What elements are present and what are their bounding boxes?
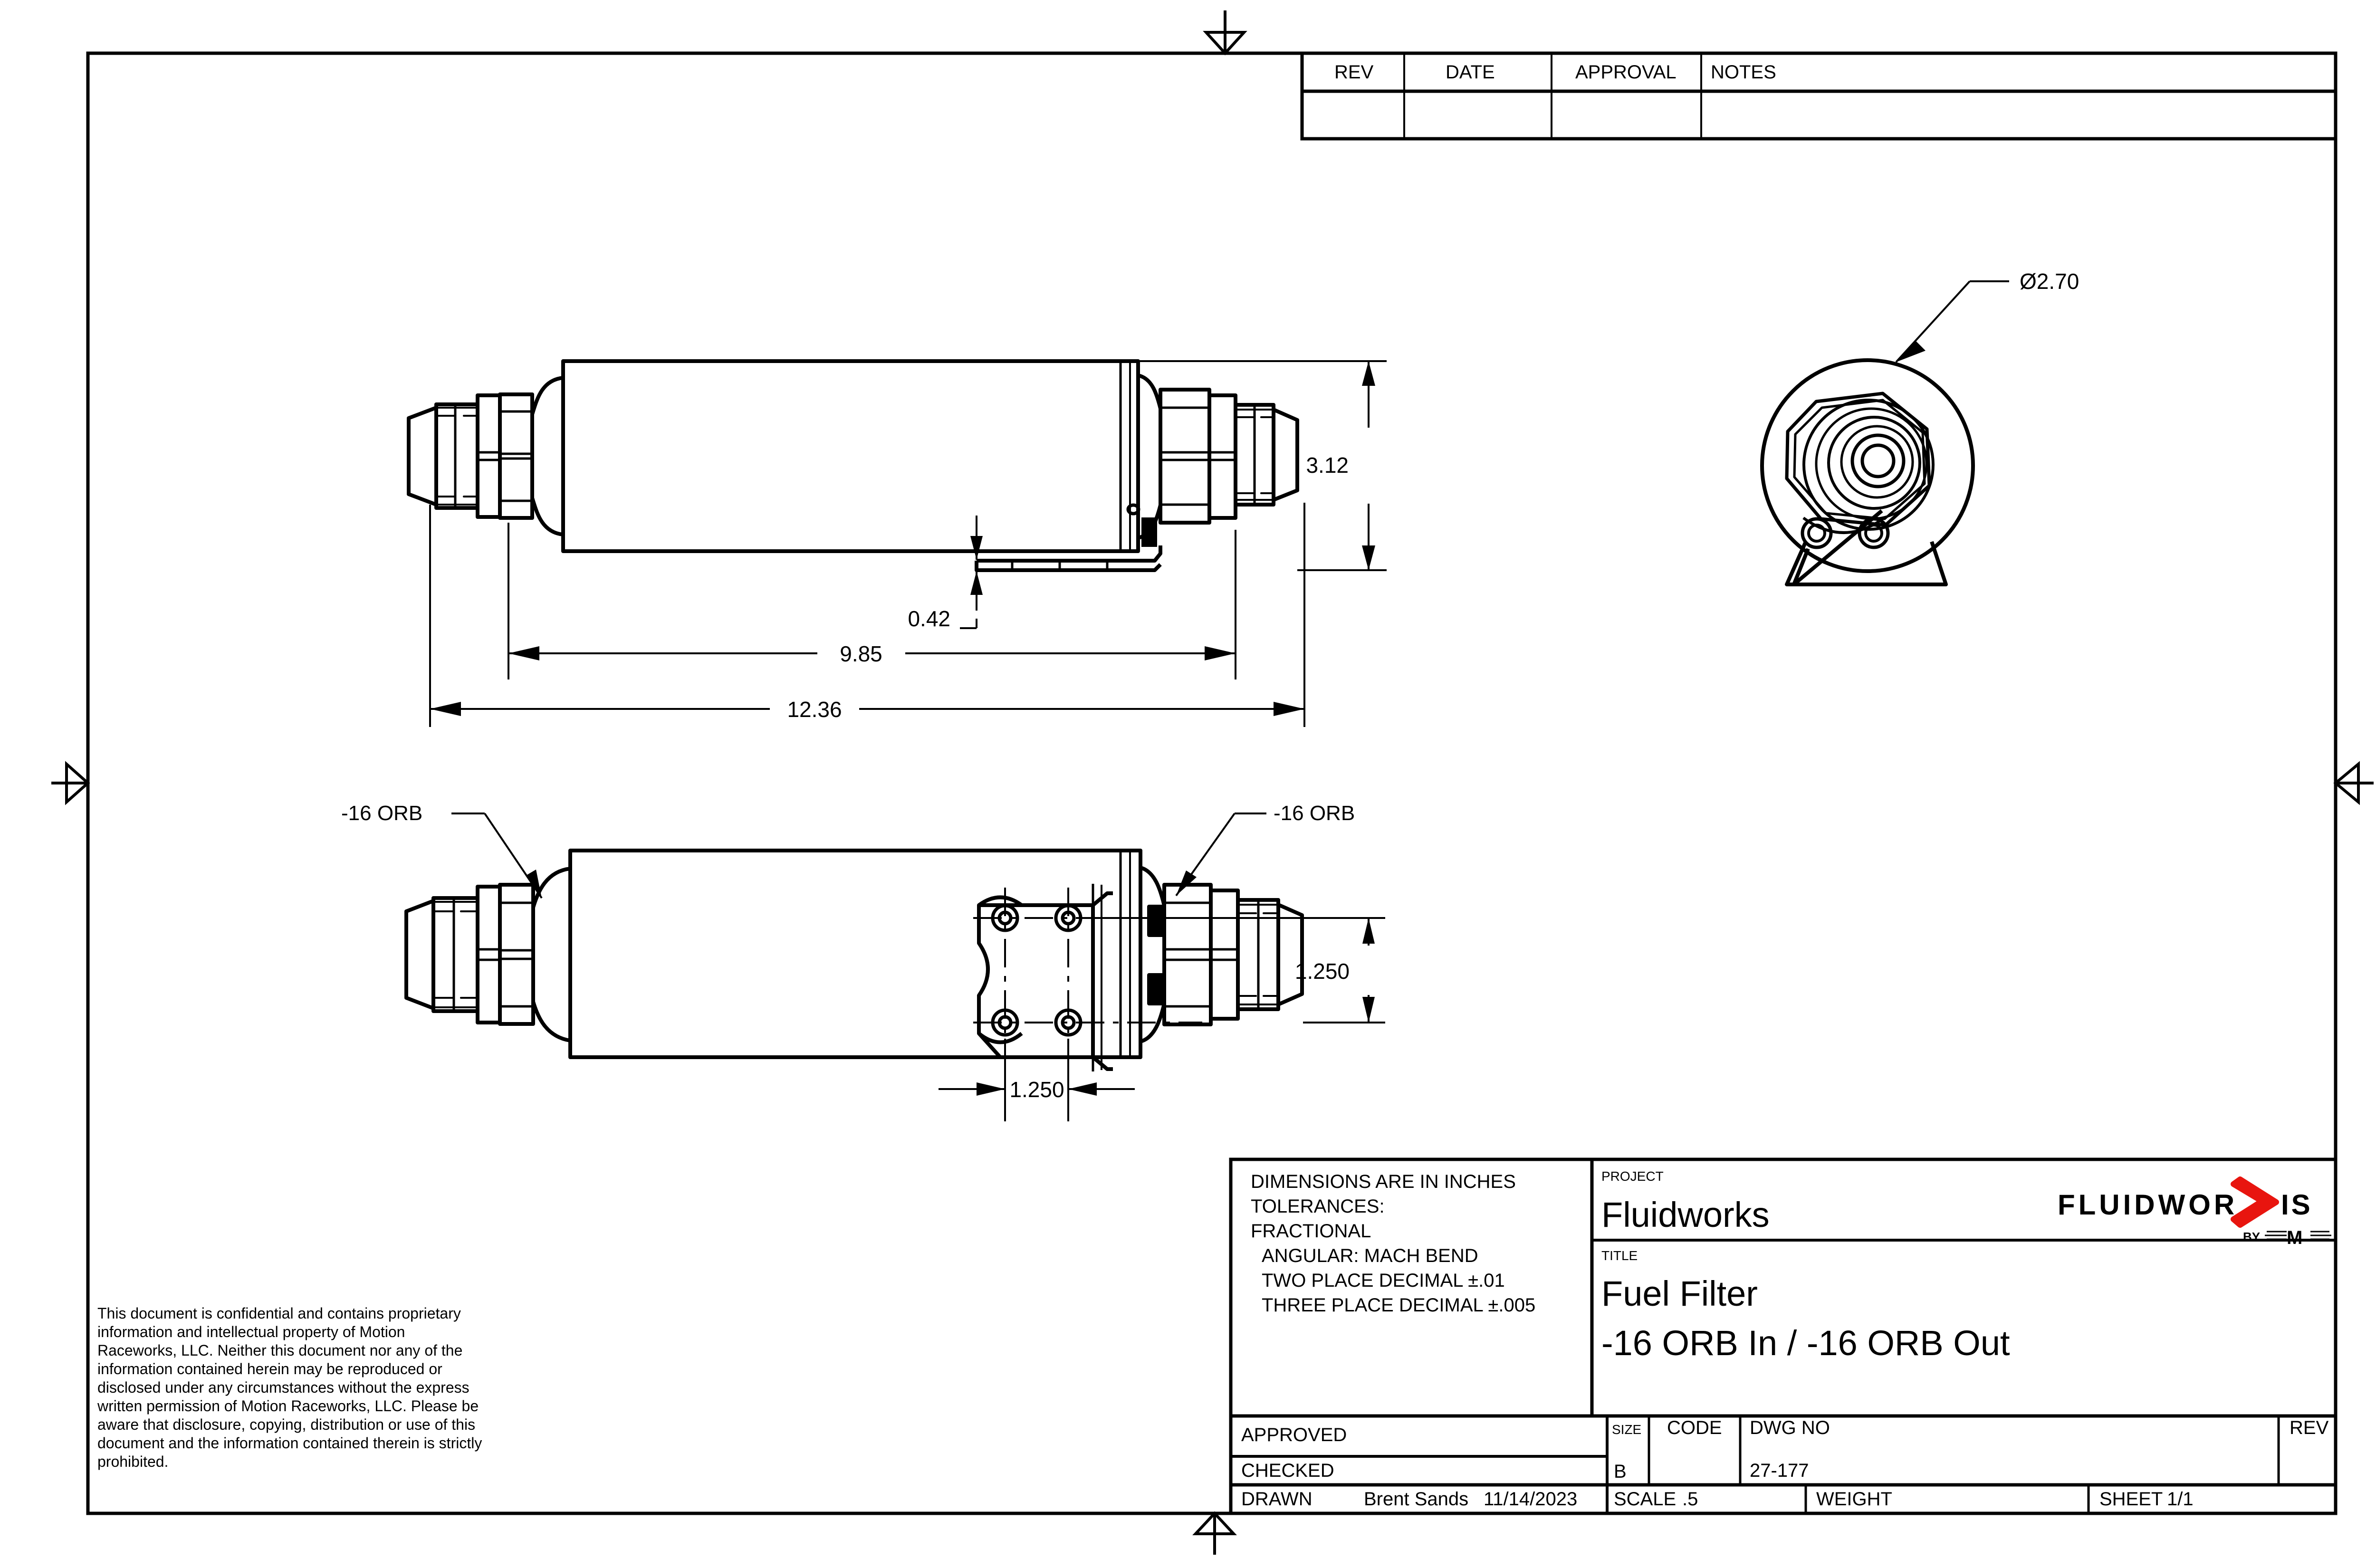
centering-mark-bottom <box>1192 1511 1237 1555</box>
sheet-label: SHEET <box>2099 1489 2163 1510</box>
tolerance-line-5: THREE PLACE DECIMAL ±.005 <box>1262 1295 1535 1316</box>
dwg-no-label: DWG NO <box>1750 1417 1830 1438</box>
diameter-2-70-label: Ø2.70 <box>2020 269 2079 294</box>
dimension-1-250-horizontal <box>939 1039 1135 1121</box>
title-block: PROJECT Fluidworks TITLE Fuel Filter -16… <box>1229 1157 2338 1515</box>
rev-label: REV <box>2290 1417 2329 1438</box>
dimension-1-250-vertical-label: 1.250 <box>1295 959 1350 984</box>
side-elevation-view <box>407 359 1162 553</box>
dimension-9-85 <box>508 523 1236 679</box>
tolerance-line-3: ANGULAR: MACH BEND <box>1262 1245 1478 1266</box>
dimension-0-42 <box>960 516 983 629</box>
project-label: PROJECT <box>1601 1169 1664 1184</box>
title-line-2: -16 ORB In / -16 ORB Out <box>1601 1323 2010 1363</box>
size-value: B <box>1614 1461 1627 1482</box>
code-label: CODE <box>1667 1417 1722 1438</box>
tolerance-line-0: DIMENSIONS ARE IN INCHES <box>1251 1171 1516 1192</box>
tolerance-line-4: TWO PLACE DECIMAL ±.01 <box>1262 1270 1505 1291</box>
weight-label: WEIGHT <box>1816 1489 1892 1510</box>
date-column-header: DATE <box>1446 62 1495 83</box>
size-label: SIZE <box>1612 1422 1641 1437</box>
dimension-3-12-label: 3.12 <box>1306 453 1349 478</box>
logo-motion-mark-icon: M <box>2265 1227 2331 1248</box>
title-label: TITLE <box>1601 1248 1638 1263</box>
side-view-vent-hole <box>1126 503 1140 516</box>
dwg-no-value: 27-177 <box>1750 1460 1809 1481</box>
diameter-leader-line <box>1895 280 2009 363</box>
checked-label: CHECKED <box>1241 1460 1334 1481</box>
scale-label: SCALE <box>1614 1489 1676 1510</box>
centering-mark-top <box>1203 10 1247 56</box>
title-line-1: Fuel Filter <box>1601 1274 1758 1313</box>
approved-label: APPROVED <box>1241 1425 1347 1445</box>
dimension-0-42-label: 0.42 <box>908 606 950 631</box>
side-view-mounting-bracket <box>975 545 1162 572</box>
fluidworks-logo: FLUIDWOR IS BY M <box>2058 1176 2331 1248</box>
dimension-9-85-label: 9.85 <box>840 641 882 666</box>
dimension-3-12 <box>1138 360 1387 571</box>
logo-by-text: BY <box>2243 1230 2260 1244</box>
tolerance-line-1: TOLERANCES: <box>1251 1196 1385 1217</box>
scale-value: .5 <box>1682 1489 1698 1510</box>
bottom-plan-view <box>404 849 1304 1059</box>
logo-text-right: IS <box>2281 1189 2313 1221</box>
side-view-port-plug <box>1141 517 1157 547</box>
centering-mark-left <box>51 761 90 805</box>
end-section-view <box>1760 358 1975 586</box>
dimension-12-36 <box>429 503 1305 727</box>
dimension-1-250-vertical <box>1093 917 1385 1023</box>
confidentiality-note-text: This document is confidential and contai… <box>97 1305 482 1470</box>
centering-mark-right <box>2333 761 2374 805</box>
revision-table: REV DATE APPROVAL NOTES <box>1300 51 2338 141</box>
dimension-1-250-horizontal-label: 1.250 <box>1009 1077 1064 1102</box>
callout-left-16-orb <box>451 813 543 899</box>
callout-right-16-orb <box>1175 813 1266 897</box>
notes-column-header: NOTES <box>1711 62 1776 83</box>
approval-column-header: APPROVAL <box>1575 62 1677 83</box>
tolerance-line-2: FRACTIONAL <box>1251 1221 1371 1242</box>
bottom-view-mounting-plate <box>973 884 1202 1071</box>
rev-column-header: REV <box>1334 62 1374 83</box>
project-value: Fluidworks <box>1601 1195 1770 1234</box>
drawn-name: Brent Sands <box>1364 1489 1468 1510</box>
dimension-12-36-label: 12.36 <box>787 697 842 722</box>
logo-mark-letter: M <box>2287 1227 2302 1248</box>
drawn-label: DRAWN <box>1241 1489 1313 1510</box>
sheet-value: 1/1 <box>2167 1489 2194 1510</box>
callout-left-16-orb-label: -16 ORB <box>341 802 422 825</box>
side-view-right-fitting <box>1159 388 1299 525</box>
drawn-date: 11/14/2023 <box>1484 1489 1577 1510</box>
logo-text-left: FLUIDWOR <box>2058 1189 2238 1221</box>
logo-chevron-icon <box>2231 1176 2279 1228</box>
confidentiality-note: This document is confidential and contai… <box>97 1305 482 1470</box>
callout-right-16-orb-label: -16 ORB <box>1274 802 1355 825</box>
